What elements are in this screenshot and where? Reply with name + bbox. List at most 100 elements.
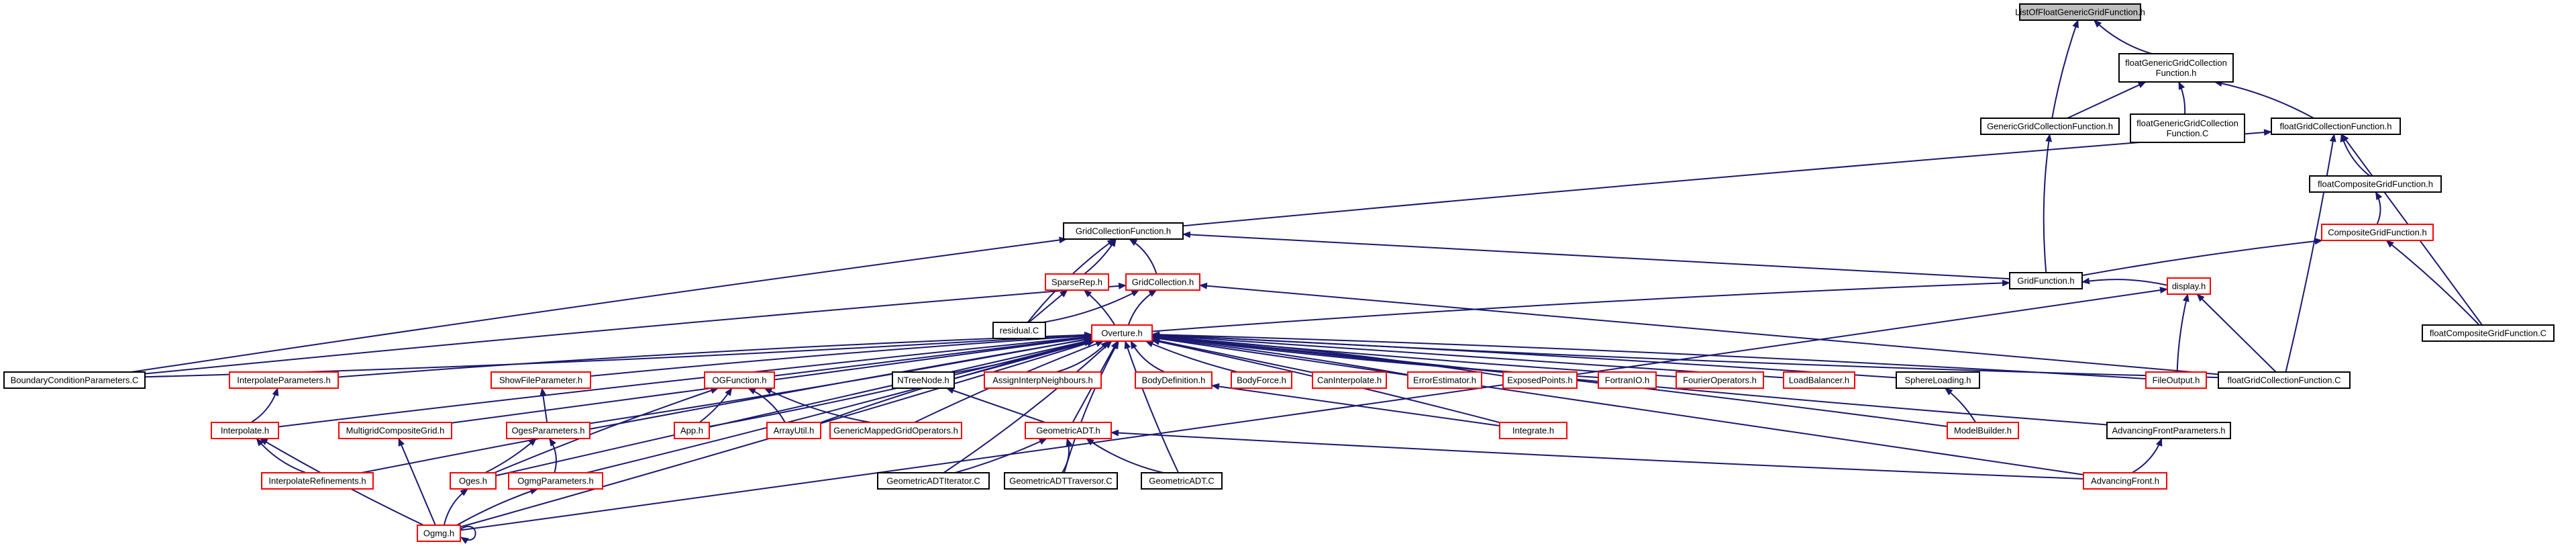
node-label: ErrorEstimator.h [1413, 375, 1476, 385]
node-label: InterpolateRefinements.h [268, 476, 366, 486]
node-box [450, 472, 497, 490]
node-genericmappedgridoperators-h[interactable]: GenericMappedGridOperators.h [829, 422, 962, 439]
node-gridfunction-h[interactable]: GridFunction.h [2009, 272, 2083, 289]
node-modelbuilder-h[interactable]: ModelBuilder.h [1947, 422, 2019, 439]
edge-n46-to-n38 [1061, 438, 1073, 473]
node-showfileparameter-h[interactable]: ShowFileParameter.h [491, 371, 591, 389]
node-loadbalancer-h[interactable]: LoadBalancer.h [1783, 371, 1855, 389]
node-label: FourierOperators.h [1683, 375, 1757, 385]
edge-n11-to-n10 [1043, 289, 1140, 323]
node-errorestimator-h[interactable]: ErrorEstimator.h [1407, 371, 1482, 389]
node-ogmg-h[interactable]: Ogmg.h [417, 524, 461, 542]
node-box [1499, 422, 1567, 439]
node-interpolateparameters-h[interactable]: InterpolateParameters.h [229, 371, 339, 389]
node-advancingfrontparameters-h[interactable]: AdvancingFrontParameters.h [2106, 422, 2231, 439]
node-box [1312, 371, 1387, 389]
node-boundaryconditionparameters-c[interactable]: BoundaryConditionParameters.C [3, 371, 146, 389]
edge-n28-to-n14 [1151, 332, 1784, 379]
node-ogmgparameters-h[interactable]: OgmgParameters.h [508, 472, 603, 490]
node-box [2130, 113, 2245, 143]
edge-n21-to-n14 [1130, 340, 1166, 373]
node-caninterpolate-h[interactable]: CanInterpolate.h [1312, 371, 1387, 389]
node-label: LoadBalancer.h [1789, 375, 1849, 385]
node-floatcompositegridfunction-h[interactable]: floatCompositeGridFunction.h [2309, 175, 2442, 193]
node-sphereloading-h[interactable]: SphereLoading.h [1896, 371, 1980, 389]
node-sparserep-h[interactable]: SparseRep.h [1045, 273, 1109, 291]
node-label: Ogmg.h [423, 529, 454, 539]
node-geometricadtiterator-c[interactable]: GeometricADTIterator.C [877, 472, 990, 490]
node-floatcompositegridfunction-c[interactable]: floatCompositeGridFunction.C [2422, 324, 2555, 342]
node-listoffloatgenericgridfunction-h[interactable]: ListOfFloatGenericGridFunction.h [2015, 3, 2145, 21]
node-box [992, 322, 1046, 339]
node-fortranio-h[interactable]: FortranIO.h [1598, 371, 1657, 389]
node-exposedpoints-h[interactable]: ExposedPoints.h [1502, 371, 1578, 389]
node-app-h[interactable]: App.h [674, 422, 710, 439]
node-geometricadttraversor-c[interactable]: GeometricADTTraversor.C [1004, 472, 1118, 490]
node-box [1598, 371, 1657, 389]
edge-n22-to-n14 [1145, 340, 1238, 373]
node-box [1676, 371, 1764, 389]
edge-n31-to-n10 [1199, 282, 2219, 375]
node-floatgridcollectionfunction-c[interactable]: floatGridCollectionFunction.C [2218, 371, 2351, 389]
node-box [877, 472, 990, 490]
node-label: GeometricADTIterator.C [886, 476, 980, 486]
node-label: MultigridCompositeGrid.h [346, 426, 445, 436]
edge-n49-to-n12 [460, 287, 2168, 531]
node-box [1980, 118, 2120, 135]
node-fileoutput-h[interactable]: FileOutput.h [2145, 371, 2207, 389]
node-gridcollection-h[interactable]: GridCollection.h [1125, 273, 1200, 291]
edge-n10-to-n6 [1129, 238, 1157, 275]
node-multigridcompositegrid-h[interactable]: MultigridCompositeGrid.h [338, 422, 452, 439]
node-ogfunction-h[interactable]: OGFunction.h [704, 371, 775, 389]
node-label: OgmgParameters.h [517, 476, 593, 486]
node-oges-h[interactable]: Oges.h [450, 472, 497, 490]
node-geometricadt-h[interactable]: GeometricADT.h [1025, 422, 1112, 439]
edge-n7-to-n5 [2375, 191, 2383, 225]
edge-n20-to-n14 [1055, 340, 1109, 373]
node-box [2019, 3, 2141, 21]
node-arrayutil-h[interactable]: ArrayUtil.h [766, 422, 821, 439]
edge-n23-to-n14 [1151, 337, 1313, 373]
node-overture-h[interactable]: Overture.h [1091, 324, 1153, 342]
node-box [674, 422, 710, 439]
edge-n44-to-n34 [548, 438, 558, 473]
node-fourieroperators-h[interactable]: FourierOperators.h [1676, 371, 1764, 389]
node-compositegridfunction-h[interactable]: CompositeGridFunction.h [2321, 224, 2434, 241]
node-gridcollectionfunction-h[interactable]: GridCollectionFunction.h [1063, 222, 1184, 240]
node-residual-c[interactable]: residual.C [992, 322, 1046, 339]
node-box [508, 472, 603, 490]
node-label: Oges.h [459, 476, 487, 486]
node-box [2009, 272, 2083, 289]
node-display-h[interactable]: display.h [2167, 277, 2211, 295]
node-box [2083, 472, 2167, 490]
node-advancingfront-h[interactable]: AdvancingFront.h [2083, 472, 2167, 490]
node-box [2167, 277, 2211, 295]
edge-n44-to-n14 [586, 339, 1092, 473]
node-box [1141, 472, 1223, 490]
edge-n49-to-n44 [456, 488, 539, 526]
node-box [1947, 422, 2019, 439]
node-label: ListOfFloatGenericGridFunction.h [2015, 7, 2145, 17]
node-bodyforce-h[interactable]: BodyForce.h [1231, 371, 1292, 389]
node-ntreenode-h[interactable]: NTreeNode.h [892, 371, 955, 389]
node-label: GeometricADT.C [1149, 476, 1215, 486]
edge-n2-to-n0 [2051, 19, 2079, 119]
node-interpolaterefinements-h[interactable]: InterpolateRefinements.h [261, 472, 374, 490]
node-interpolate-h[interactable]: Interpolate.h [211, 422, 279, 439]
node-floatgridcollectionfunction-h[interactable]: floatGridCollectionFunction.h [2271, 118, 2401, 135]
node-box [2218, 371, 2351, 389]
edge-n32-to-n16 [250, 387, 279, 423]
node-bodydefinition-h[interactable]: BodyDefinition.h [1135, 371, 1213, 389]
node-label: FortranIO.h [1605, 375, 1649, 385]
node-integrate-h[interactable]: Integrate.h [1499, 422, 1567, 439]
node-label: GridFunction.h [2017, 276, 2074, 286]
node-ogesparameters-h[interactable]: OgesParameters.h [506, 422, 590, 439]
node-assigninterpneighbours-h[interactable]: AssignInterpNeighbours.h [984, 371, 1102, 389]
node-label: BodyDefinition.h [1142, 375, 1206, 385]
edge-n36-to-n18 [748, 387, 786, 423]
node-geometricadt-c[interactable]: GeometricADT.C [1141, 472, 1223, 490]
node-label: Function.C [2167, 128, 2209, 138]
node-genericgridcollectionfunction-h[interactable]: GenericGridCollectionFunction.h [1980, 118, 2120, 135]
